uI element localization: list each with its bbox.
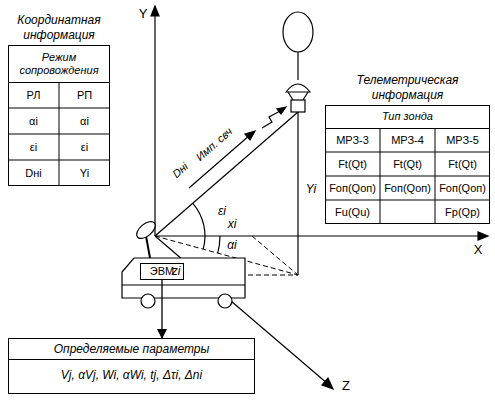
table-cell: Fоп(Qоп) (329, 182, 376, 194)
table-cell: РП (77, 89, 92, 101)
parachute (286, 84, 310, 92)
table-cell: МРЗ-4 (391, 134, 424, 146)
table-cell: αi (29, 115, 38, 127)
table-cell: Dнi (25, 167, 41, 179)
table-cell: Fp(Qp) (445, 206, 480, 218)
panel-title: Определяемые параметры (9, 339, 254, 360)
geometry-label: xi (228, 218, 237, 231)
axis-label: Y (139, 7, 148, 21)
table-cell: Ft(Qt) (393, 158, 422, 170)
table-cell: МРЗ-3 (336, 134, 369, 146)
radiosonde (291, 100, 305, 112)
table-cell: Fоп(Qоп) (439, 182, 486, 194)
table-rule (325, 200, 490, 201)
table-rule (59, 82, 60, 186)
azimuth-arc (218, 236, 220, 253)
axis-arrow (151, 6, 159, 16)
table-cell: αi (80, 115, 89, 127)
table-title: Координатная информация (9, 13, 109, 42)
antenna-dish (134, 218, 159, 241)
table-rule (380, 128, 381, 224)
arrowhead (277, 107, 286, 114)
wheel (218, 294, 232, 308)
balloon-cord (297, 52, 298, 80)
geometry-label: zi (172, 265, 181, 278)
table-cell: Ft(Qt) (448, 158, 477, 170)
geometry-label: εi (218, 205, 226, 218)
table-cell: εi (81, 141, 88, 153)
axis-arrow (322, 378, 333, 389)
elevation-arc (193, 203, 205, 249)
coordinate-table: Координатная информацияРежим сопровожден… (8, 45, 110, 186)
wheel (141, 294, 155, 308)
cord (303, 92, 308, 100)
output-panel: Определяемые параметрыVj, αVj, Wi, αWi, … (8, 338, 255, 394)
table-header: Тип зонда (326, 106, 489, 129)
axis-arrow (478, 232, 488, 240)
y-axis (154, 12, 155, 236)
table-cell: Yi (80, 167, 89, 179)
truck-body (122, 258, 245, 298)
geometry-label: Yi (306, 183, 316, 196)
truck-line (122, 284, 245, 285)
table-rule (325, 152, 490, 153)
balloon (283, 12, 313, 52)
table-cell: РЛ (27, 89, 41, 101)
antenna-mast (146, 236, 150, 258)
radio-zigzag (262, 110, 282, 128)
axis-label: X (474, 243, 483, 257)
table-cell: МРЗ-5 (446, 134, 479, 146)
axis-label: Z (342, 379, 350, 393)
cord (288, 92, 293, 100)
table-cell: εi (30, 141, 37, 153)
table-cell: Fu(Qu) (335, 206, 370, 218)
geometry-label: Dнi (170, 160, 190, 180)
data-flow-arrow (161, 280, 162, 338)
table-cell: Fоп(Qоп) (384, 182, 431, 194)
table-rule (325, 176, 490, 177)
table-header: Режим сопровождения (9, 46, 109, 83)
table-cell: Ft(Qt) (338, 158, 367, 170)
x-axis (155, 235, 482, 236)
parameter-list: Vj, αVj, Wi, αWi, tj, Δτi, Δni (9, 360, 254, 390)
table-title: Телеметрическая информация (326, 73, 489, 102)
projection-line (252, 236, 298, 275)
arrowhead (245, 131, 255, 140)
geometry-label: Имп. свч (193, 125, 234, 163)
table-rule (435, 128, 436, 224)
slant-range-line (155, 112, 298, 236)
height-line (297, 112, 298, 275)
geometry-label: αi (227, 239, 237, 252)
